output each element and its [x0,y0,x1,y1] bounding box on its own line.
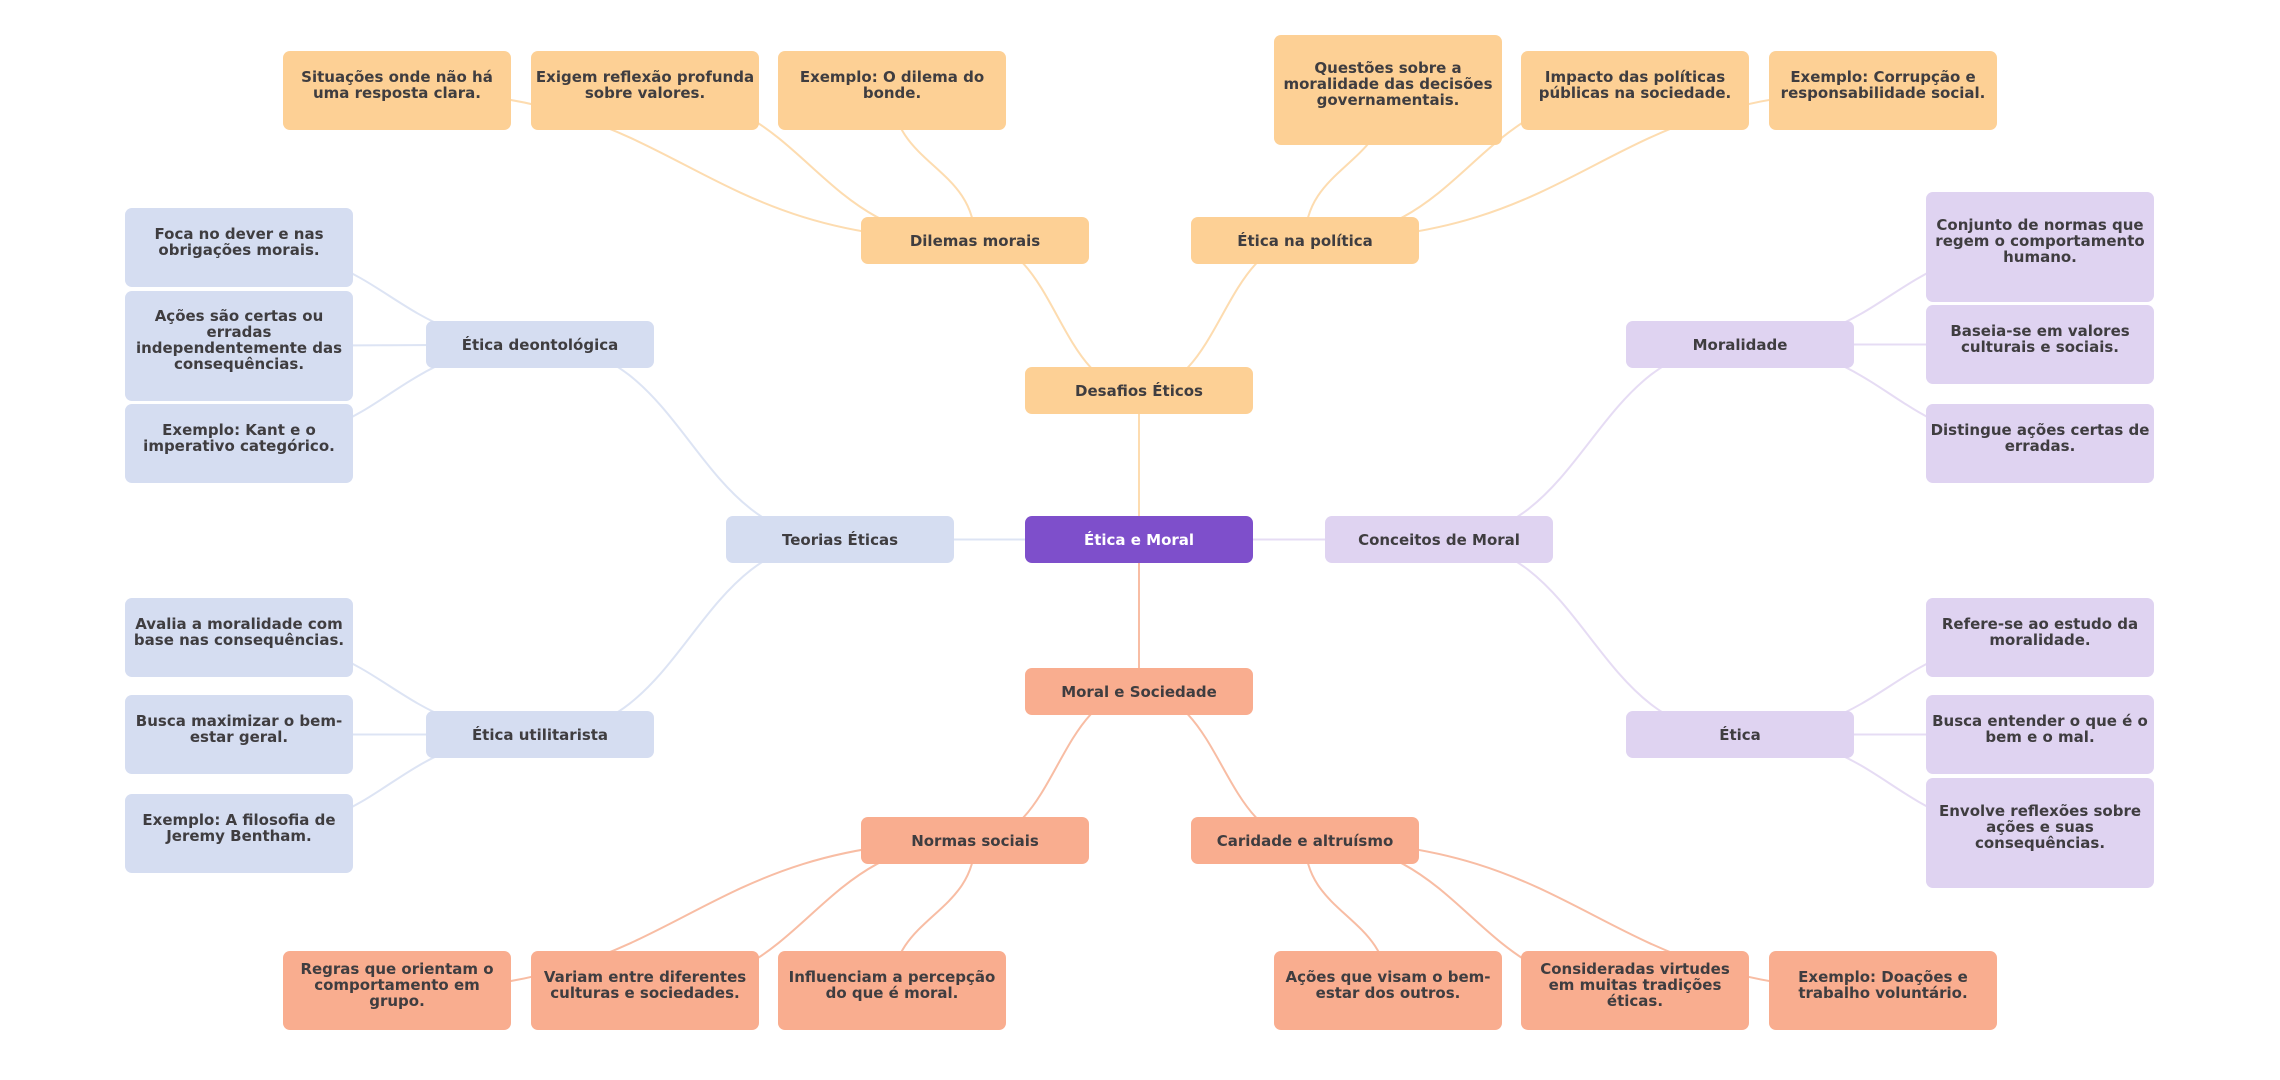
node-label: Ética e Moral [1083,530,1195,549]
edge-teorias-utilitarista [539,538,841,736]
leaf-node-etica-3[interactable]: Envolve reflexões sobre ações e suas con… [1926,778,2154,888]
node-label: Consideradas virtudes em muitas tradiçõe… [1540,959,1730,1010]
node-label: Ética deontológica [461,335,619,354]
leaf-node-utilitarista-3[interactable]: Exemplo: A filosofia de Jeremy Bentham. [125,794,353,873]
subtopic-node-moralidade[interactable]: Moralidade [1626,321,1854,368]
leaf-node-caridade-1[interactable]: Ações que visam o bem-estar dos outros. [1274,951,1502,1030]
branch-node-moral_sociedade[interactable]: Moral e Sociedade [1025,668,1253,715]
node-label: Questões sobre a moralidade das decisões… [1283,59,1493,109]
node-label: Avalia a moralidade com base nas consequ… [133,614,345,649]
leaf-node-dilemas-3[interactable]: Exemplo: O dilema do bonde. [778,51,1006,130]
node-label: Exemplo: Corrupção e responsabilidade so… [1780,67,1986,102]
node-label: Moral e Sociedade [1061,682,1217,701]
node-label: Desafios Éticos [1075,381,1203,400]
node-label: Ações são certas ou erradas independente… [135,307,343,373]
node-label: Conceitos de Moral [1358,530,1520,549]
node-label: Exemplo: O dilema do bonde. [799,67,985,102]
node-label: Busca entender o que é o bem e o mal. [1932,711,2148,746]
node-label: Busca maximizar o bem-estar geral. [135,711,343,746]
node-label: Foca no dever e nas obrigações morais. [154,224,324,259]
leaf-node-politica-2[interactable]: Impacto das políticas públicas na socied… [1521,51,1749,130]
subtopic-node-deontologica[interactable]: Ética deontológica [426,321,654,368]
root-node[interactable]: Ética e Moral [1025,516,1253,563]
edge-teorias-deontologica [539,343,841,541]
subtopic-node-normas[interactable]: Normas sociais [861,817,1089,864]
leaf-node-etica-2[interactable]: Busca entender o que é o bem e o mal. [1926,695,2154,774]
leaf-node-moralidade-2[interactable]: Baseia-se em valores culturais e sociais… [1926,305,2154,384]
node-label: Exemplo: Kant e o imperativo categórico. [143,420,335,455]
node-label: Moralidade [1692,335,1788,354]
node-label: Distingue ações certas de erradas. [1930,420,2150,455]
node-label: Regras que orientam o comportamento em g… [300,959,494,1010]
leaf-node-moralidade-3[interactable]: Distingue ações certas de erradas. [1926,404,2154,483]
edge-conceitos-moralidade [1438,343,1741,541]
branch-node-teorias[interactable]: Teorias Éticas [726,516,954,563]
node-label: Exigem reflexão profunda sobre valores. [535,67,755,102]
node-label: Exemplo: Doações e trabalho voluntário. [1798,967,1968,1002]
node-label: Conjunto de normas que regem o comportam… [1935,216,2145,266]
node-label: Teorias Éticas [781,530,899,549]
node-label: Ética utilitarista [471,725,609,744]
leaf-node-caridade-2[interactable]: Consideradas virtudes em muitas tradiçõe… [1521,951,1749,1030]
node-label: Impacto das políticas públicas na socied… [1538,67,1732,102]
node-label: Caridade e altruísmo [1216,831,1394,850]
leaf-node-moralidade-1[interactable]: Conjunto de normas que regem o comportam… [1926,192,2154,302]
node-label: Baseia-se em valores culturais e sociais… [1950,321,2130,356]
leaf-node-normas-2[interactable]: Variam entre diferentes culturas e socie… [531,951,759,1030]
node-label: Dilemas morais [909,231,1041,250]
node-label: Ética [1719,725,1761,744]
subtopic-node-dilemas[interactable]: Dilemas morais [861,217,1089,264]
leaf-node-deontologica-1[interactable]: Foca no dever e nas obrigações morais. [125,208,353,287]
leaf-node-dilemas-2[interactable]: Exigem reflexão profunda sobre valores. [531,51,759,130]
subtopic-node-etica[interactable]: Ética [1626,711,1854,758]
leaf-node-utilitarista-2[interactable]: Busca maximizar o bem-estar geral. [125,695,353,774]
node-label: Influenciam a percepção do que é moral. [788,967,996,1002]
branch-node-conceitos[interactable]: Conceitos de Moral [1325,516,1553,563]
subtopic-node-caridade[interactable]: Caridade e altruísmo [1191,817,1419,864]
leaf-node-normas-1[interactable]: Regras que orientam o comportamento em g… [283,951,511,1030]
node-label: Situações onde não há uma resposta clara… [301,67,493,102]
node-label: Envolve reflexões sobre ações e suas con… [1938,802,2142,852]
node-label: Refere-se ao estudo da moralidade. [1941,614,2139,649]
leaf-node-politica-1[interactable]: Questões sobre a moralidade das decisões… [1274,35,1502,145]
subtopic-node-utilitarista[interactable]: Ética utilitarista [426,711,654,758]
branch-node-desafios[interactable]: Desafios Éticos [1025,367,1253,414]
leaf-node-utilitarista-1[interactable]: Avalia a moralidade com base nas consequ… [125,598,353,677]
leaf-node-normas-3[interactable]: Influenciam a percepção do que é moral. [778,951,1006,1030]
subtopic-node-politica[interactable]: Ética na política [1191,217,1419,264]
leaf-node-dilemas-1[interactable]: Situações onde não há uma resposta clara… [283,51,511,130]
leaf-node-deontologica-3[interactable]: Exemplo: Kant e o imperativo categórico. [125,404,353,483]
node-label: Exemplo: A filosofia de Jeremy Bentham. [142,810,336,845]
leaf-node-caridade-3[interactable]: Exemplo: Doações e trabalho voluntário. [1769,951,1997,1030]
node-label: Ética na política [1237,231,1373,250]
edge-conceitos-etica [1438,538,1741,736]
leaf-node-deontologica-2[interactable]: Ações são certas ou erradas independente… [125,291,353,401]
node-label: Normas sociais [911,831,1039,850]
node-label: Variam entre diferentes culturas e socie… [543,967,747,1002]
leaf-node-politica-3[interactable]: Exemplo: Corrupção e responsabilidade so… [1769,51,1997,130]
leaf-node-etica-1[interactable]: Refere-se ao estudo da moralidade. [1926,598,2154,677]
node-label: Ações que visam o bem-estar dos outros. [1285,967,1491,1002]
